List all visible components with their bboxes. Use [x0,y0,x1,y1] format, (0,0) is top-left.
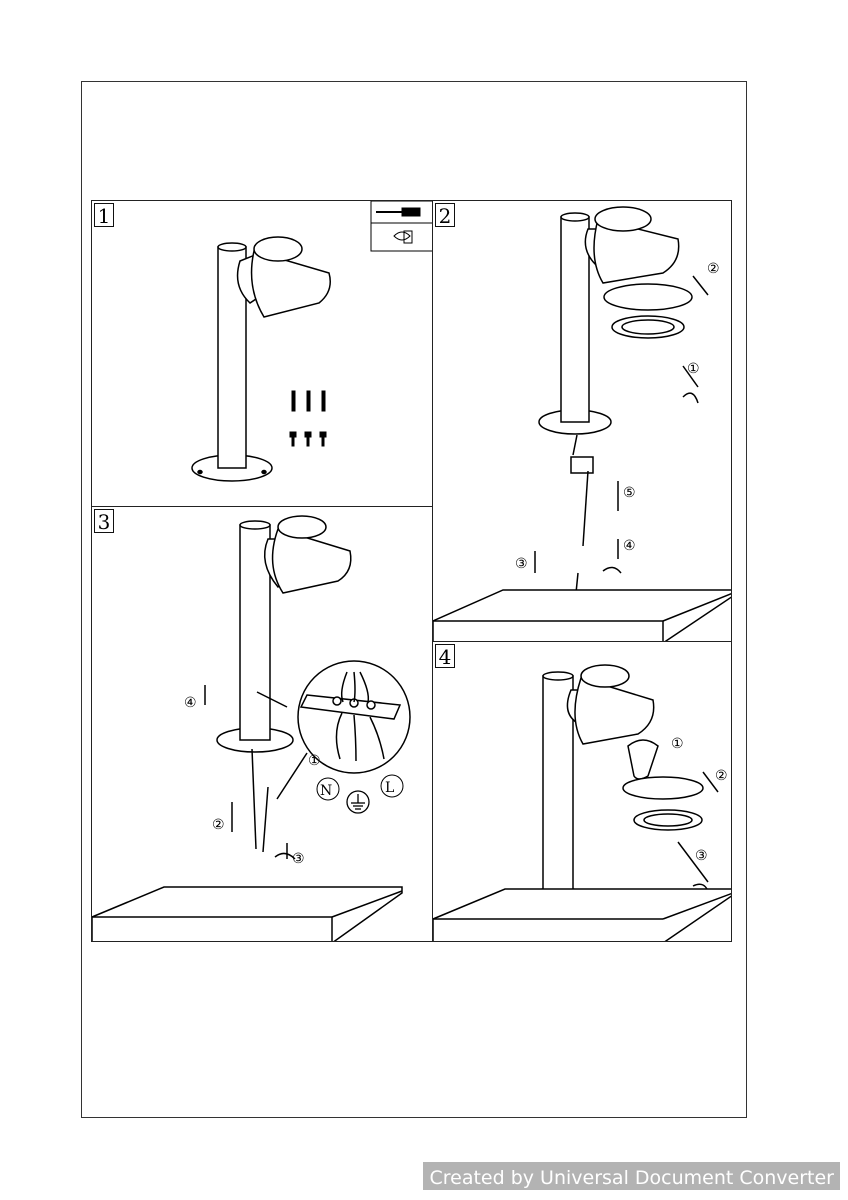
earth-icon [346,790,370,814]
watermark: Created by Universal Document Converter [423,1162,840,1190]
step-3-panel: 3 [91,506,433,942]
tools-icon [370,201,432,252]
step-1-panel: 1 [91,200,433,507]
callout: ① [671,736,684,752]
screws [289,390,327,447]
callout: ③ [515,556,528,572]
step-number: 3 [94,509,114,534]
callout-arrows [204,685,296,860]
wire-marker [380,774,404,798]
callout: ⑤ [623,485,636,501]
mounting-surface [433,888,731,941]
step-1-illustration [191,201,432,482]
callout: ④ [184,695,197,711]
step-4-illustration: ① ② ③ [433,664,731,941]
step-number: 4 [435,644,455,669]
mounting-surface [92,886,403,941]
callout: ④ [623,538,636,554]
callout: ② [707,261,720,277]
bollard-lamp [216,515,352,753]
bollard-lamp [538,206,680,435]
wire-label-live: L [385,780,394,796]
wire-label-neutral: N [320,783,332,799]
step-3-illustration: ④ ① ② ③ N L [92,515,411,941]
callout: ③ [695,848,708,864]
instruction-sheet [81,81,747,1118]
callout: ① [687,361,700,377]
callout: ① [308,753,321,769]
mounting-surface [433,589,731,641]
bollard-lamp [191,236,331,482]
callout: ③ [292,851,305,867]
wiring-detail [276,660,411,800]
glass-disc [603,283,693,339]
step-2-panel: 2 [432,200,732,642]
callout: ② [212,817,225,833]
step-number: 1 [94,203,114,228]
wire-marker [316,777,340,801]
callout: ② [715,768,728,784]
step-2-illustration: ② ① ⑤ ④ ③ [433,206,731,641]
step-number: 2 [435,203,455,228]
step-4-panel: 4 ① ② ③ [432,641,732,942]
bulb-disc-ring [622,739,719,895]
